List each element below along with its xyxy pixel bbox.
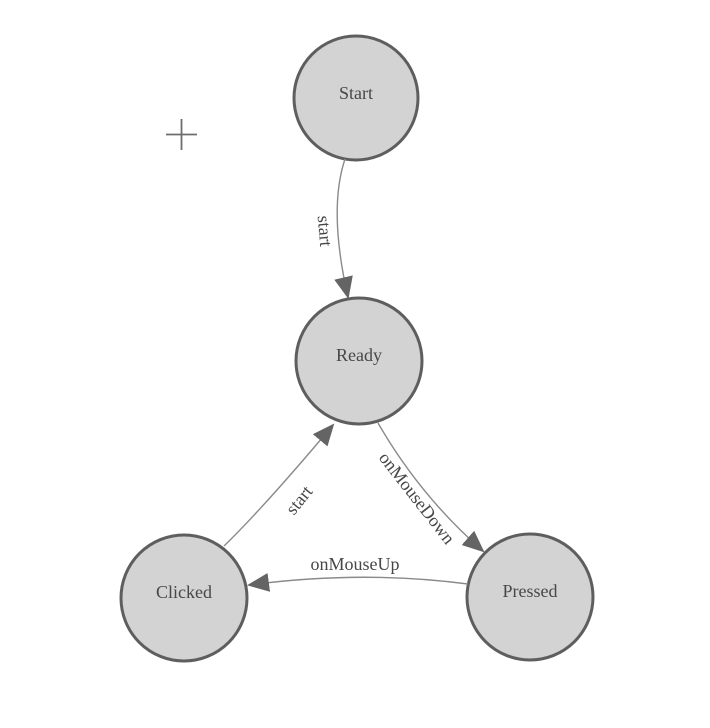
node-clicked[interactable]: Clicked xyxy=(119,533,249,663)
node-ready-label: Ready xyxy=(336,345,382,365)
edge-pressed-to-clicked-label: onMouseUp xyxy=(311,554,400,574)
edge-pressed-to-clicked-line[interactable] xyxy=(247,572,469,592)
plus-crosshair-icon xyxy=(166,119,197,150)
node-clicked-label: Clicked xyxy=(156,582,212,602)
edge-start-to-ready[interactable]: start xyxy=(314,158,353,299)
node-pressed-label: Pressed xyxy=(503,581,558,601)
node-start[interactable]: Start xyxy=(292,34,420,162)
edge-ready-to-pressed[interactable]: onMouseDown xyxy=(375,422,485,553)
edge-start-to-ready-label: start xyxy=(314,215,337,248)
node-ready-circle[interactable] xyxy=(294,296,424,426)
node-start-label: Start xyxy=(339,83,373,103)
edge-ready-to-pressed-label: onMouseDown xyxy=(375,448,459,548)
edge-clicked-to-ready-line[interactable] xyxy=(223,423,335,547)
node-clicked-circle[interactable] xyxy=(119,533,249,663)
node-ready[interactable]: Ready xyxy=(294,296,424,426)
edge-start-to-ready-line[interactable] xyxy=(334,158,353,299)
node-pressed[interactable]: Pressed xyxy=(465,532,595,662)
edge-pressed-to-clicked[interactable]: onMouseUp xyxy=(247,554,469,592)
edge-clicked-to-ready[interactable]: start xyxy=(223,423,335,547)
edge-ready-to-pressed-line[interactable] xyxy=(377,422,485,553)
node-start-circle[interactable] xyxy=(292,34,420,162)
edge-clicked-to-ready-label: start xyxy=(281,482,316,519)
node-pressed-circle[interactable] xyxy=(465,532,595,662)
